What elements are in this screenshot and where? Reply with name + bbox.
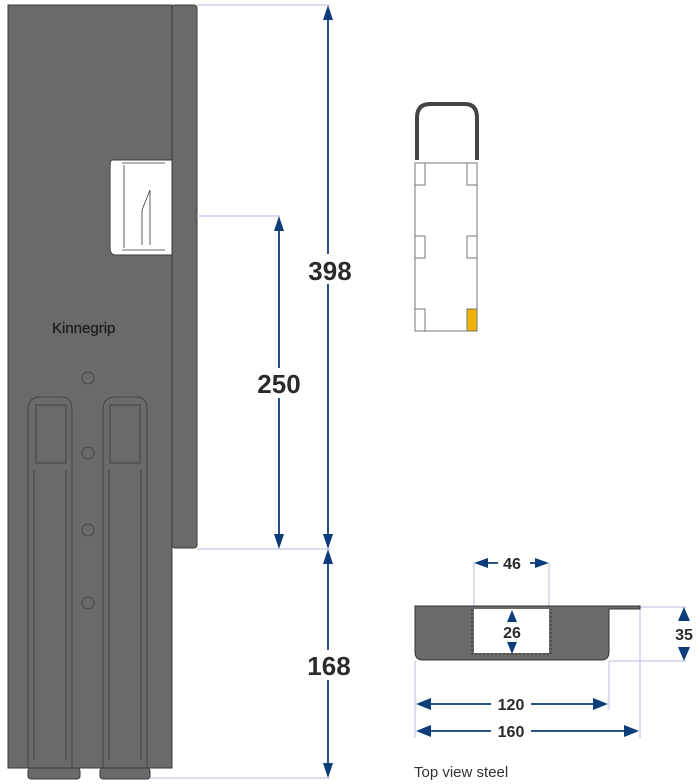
svg-text:160: 160 <box>498 724 525 741</box>
svg-text:120: 120 <box>498 697 525 714</box>
dimension-upper-height: 250 <box>255 216 303 549</box>
dimension-lower-height: 168 <box>304 549 354 778</box>
brand-logo: Kinnegrip <box>52 320 115 337</box>
foot-right <box>99 767 151 780</box>
caption: Top view steel <box>414 764 509 781</box>
svg-text:398: 398 <box>308 256 351 286</box>
svg-text:250: 250 <box>257 369 300 399</box>
svg-text:46: 46 <box>503 556 521 573</box>
svg-text:168: 168 <box>307 651 350 681</box>
highlight-marker <box>466 308 478 332</box>
top-view-steel: 46 26 35 120 160 <box>414 556 693 741</box>
screw-holes <box>81 371 95 610</box>
top-view-small <box>414 102 479 332</box>
svg-text:35: 35 <box>675 627 693 644</box>
right-rail <box>102 396 148 768</box>
svg-text:26: 26 <box>503 625 521 642</box>
left-rail <box>27 396 73 768</box>
side-view-body: Kinnegrip <box>7 4 198 780</box>
foot-left <box>27 767 81 780</box>
dimension-total-height: 398 <box>306 5 352 549</box>
